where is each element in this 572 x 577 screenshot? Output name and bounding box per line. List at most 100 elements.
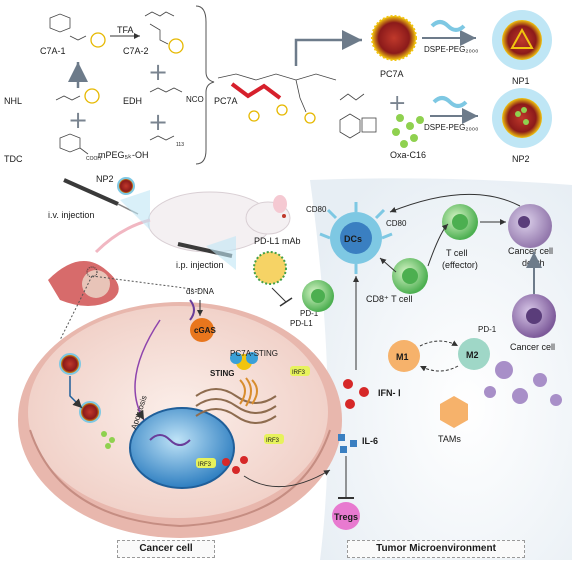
oxa-c16-dots [392, 114, 424, 148]
cancer-cell-panel-label: Cancer cell [117, 540, 215, 558]
cd8-t-cell [392, 258, 428, 294]
m2-label: M2 [466, 350, 479, 360]
ifn-dots [343, 379, 369, 409]
sting-label: STING [210, 369, 234, 378]
t-cell-effector-label: (effector) [442, 260, 478, 270]
edh-structure [149, 87, 183, 93]
iv-syringe [63, 178, 150, 230]
mouse-np2-particle [117, 177, 135, 195]
cooh-label: COOH [86, 156, 101, 162]
cgas-label: cGAS [194, 326, 216, 335]
tregs-cell [332, 502, 360, 530]
cancer-cell-right [512, 294, 556, 338]
dspe-peg-chain-2 [432, 96, 468, 108]
irf3-label-b: IRF3 [266, 438, 280, 444]
cd80-label-b: CD80 [386, 219, 407, 228]
cd80-label-a: CD80 [306, 205, 327, 214]
mouse-np2-label: NP2 [96, 174, 114, 184]
n113-label: 113 [176, 142, 184, 148]
mpeg-structure [149, 135, 175, 141]
il6-squares [338, 434, 357, 453]
irf3-label-a: IRF3 [292, 370, 306, 376]
cancer-cell-death-label-1: Cancer cell [508, 246, 553, 256]
pc7a-sting-label: PC7A-STING [230, 349, 278, 358]
nhl-label: NHL [4, 96, 22, 106]
plus-sign-1: + [68, 106, 88, 134]
dspe-label-2: DSPE-PEG₂₀₀₀ [424, 123, 478, 132]
endocytosed-np-1 [59, 353, 81, 375]
plus-sign-2: + [148, 58, 168, 86]
m2-macrophage [458, 338, 490, 370]
iv-injection-label: i.v. injection [48, 210, 94, 220]
apoptosis-arrow [134, 319, 161, 421]
np-uptake-arrow [69, 376, 83, 409]
t-cell-effector [442, 204, 478, 240]
pdl1-mab-label: PD-L1 mAb [254, 236, 301, 246]
dsdna-strand [189, 299, 195, 321]
dying-cancer-cell [508, 204, 552, 248]
tfa-label: TFA [117, 25, 134, 35]
pdl1-mab-block-arrow [271, 287, 287, 303]
irf3-marker-c [196, 458, 216, 468]
golgi [239, 377, 258, 407]
c7a2-structure [144, 11, 184, 54]
small-cancer-cells [484, 361, 562, 406]
cd8-to-dc-arrow [379, 257, 397, 273]
synthesis-panel: C7A-1 TFA C7A-2 NHL + TDC COOH + EDH [4, 5, 552, 165]
ip-syringe [177, 236, 236, 270]
oxa-c16-label: Oxa-C16 [390, 150, 426, 160]
nco-label: NCO [186, 95, 204, 104]
pdl1-label: PD-L1 [290, 319, 313, 328]
np1-label: NP1 [512, 76, 530, 86]
nhl-structure [55, 88, 100, 104]
tregs-label: Tregs [334, 512, 358, 522]
tdc-structure [59, 133, 89, 155]
c7a2-label: C7A-2 [123, 46, 149, 56]
pc7a-polymer-structure [217, 73, 337, 124]
dspe-peg-chain-1 [430, 20, 466, 32]
tams-cell [440, 396, 468, 428]
m1-m2-arrow [419, 340, 459, 347]
synthesis-brace [195, 5, 215, 165]
cell-to-tme-arrow [243, 469, 331, 488]
irf3-label-c: IRF3 [198, 462, 212, 468]
pdl1-mab-block-bar [279, 297, 293, 307]
released-drug-dots [101, 431, 115, 449]
np2-nanoparticle [492, 88, 552, 148]
tdc-label: TDC [4, 154, 23, 164]
c7a1-label: C7A-1 [40, 46, 66, 56]
pd1-upper-label: PD-1 [300, 309, 319, 318]
cytokine-dots-cell [222, 456, 248, 474]
nucleus [129, 407, 235, 489]
dendritic-cell [319, 202, 393, 274]
mpeg-label: mPEG₅ₖ-OH [98, 150, 148, 160]
dsdna-label: ds-DNA [186, 287, 215, 296]
cgas-enzyme [190, 318, 214, 342]
sting-complex [230, 352, 258, 370]
t-cell-pd1 [302, 280, 334, 312]
death-to-dc-arrow [389, 193, 521, 213]
cd8-t-cell-label: CD8⁺ T cell [366, 294, 412, 304]
tme-panel-label: Tumor Microenvironment [347, 540, 525, 558]
ip-injection-label: i.p. injection [176, 260, 224, 270]
plus-sign-4: + [388, 91, 406, 116]
irf3-marker-a [290, 366, 310, 376]
c7a1-structure [49, 13, 106, 48]
m2-m1-arrow [419, 365, 459, 372]
edh-label: EDH [123, 96, 142, 106]
cancer-cell-right-label: Cancer cell [510, 342, 555, 352]
tumor-blob [48, 261, 119, 306]
t-cell-label: T cell [446, 248, 467, 258]
tme-background [310, 178, 572, 561]
dcs-label: DCs [344, 234, 362, 244]
pd1-tme-label: PD-1 [478, 325, 497, 334]
ifn-label: IFN- Ⅰ [378, 388, 401, 398]
oxa-c16-structure [339, 93, 377, 139]
tams-label: TAMs [438, 434, 461, 444]
dspe-label-1: DSPE-PEG₂₀₀₀ [424, 45, 478, 54]
dc-to-tcell-arrow [427, 223, 449, 267]
pc7a-np-label: PC7A [380, 69, 404, 79]
plus-sign-3: + [148, 108, 168, 136]
np2-label: NP2 [512, 154, 530, 164]
